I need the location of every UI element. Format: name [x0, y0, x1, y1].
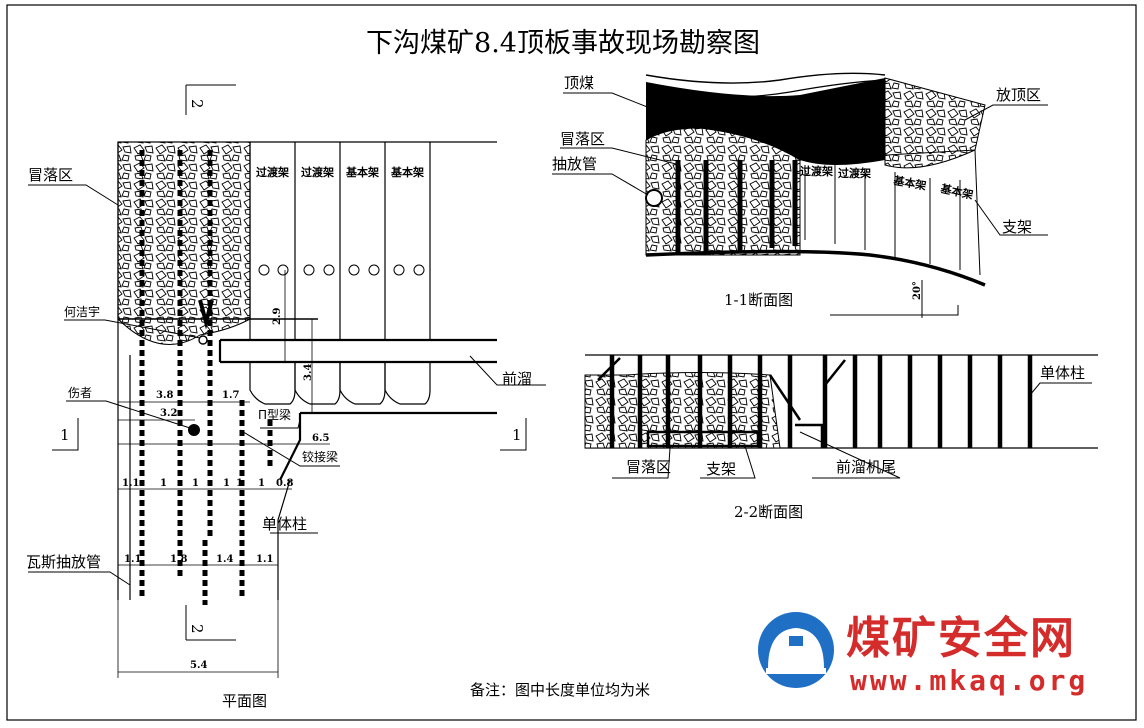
- section-2-2: 冒落区 支架 前溜机尾 单体柱 2-2断面图: [584, 354, 1098, 521]
- page-border: [6, 4, 1137, 721]
- section11-support-labels: 过渡架 过渡架 基本架 基本架: [800, 164, 975, 202]
- top-coal: [646, 78, 885, 165]
- gas-pipe-circle: [645, 189, 663, 207]
- s11-support-label-2: 过渡架: [838, 166, 871, 180]
- section11-supports: [799, 149, 981, 276]
- plan-support-label-3: 基本架: [345, 165, 379, 179]
- s11-release-zone-label: 放顶区: [996, 86, 1041, 104]
- dim-row1-1: 1: [160, 478, 167, 489]
- s11-support-label-4: 基本架: [938, 181, 974, 202]
- plan-injured-label: 伤者: [68, 386, 92, 400]
- plan-view: 2 过渡架 过渡架 基本架: [26, 84, 546, 710]
- dim-row2-1: 1.8: [170, 554, 187, 565]
- section-mark-top: [185, 84, 236, 115]
- plan-support-label-2: 过渡架: [301, 165, 334, 179]
- dim-row1-2: 1: [192, 478, 199, 489]
- plan-conveyor-label: 前溜: [502, 370, 532, 388]
- injured-marker: [188, 424, 200, 436]
- section-mark-left-label: 1: [60, 426, 70, 444]
- section22-leaders: [612, 382, 1092, 479]
- dim-row-2: 1.1 1.8 1.4 1.1: [124, 554, 273, 565]
- s22-conveyor-tail-label: 前溜机尾: [836, 458, 896, 476]
- watermark: 煤矿安全网 www.mkaq.org: [758, 612, 1088, 697]
- section-1-1: 过渡架 过渡架 基本架 基本架 顶煤 冒落区 抽放管 放顶区 支架 20° 1-…: [552, 72, 1048, 318]
- plan-support-jacks: [258, 264, 425, 276]
- plan-caving-bottom: [117, 318, 251, 345]
- section-mark-bottom: [185, 605, 236, 641]
- dim-3-8: 3.8: [156, 390, 173, 401]
- dim-row1-4: 1: [236, 478, 243, 489]
- dim-row-1: 1.1 1 1 1 1 1 0.8: [122, 478, 293, 489]
- s22-support-label: 支架: [706, 460, 736, 478]
- plan-caption: 平面图: [222, 692, 267, 710]
- dim-6-5: 6.5: [312, 433, 329, 444]
- plan-gas-pipe-label: 瓦斯抽放管: [26, 553, 101, 571]
- drawing-title: 下沟煤矿8.4顶板事故现场勘察图: [366, 28, 760, 59]
- s11-support-label-3: 基本架: [891, 173, 927, 193]
- plan-conveyor: [218, 338, 497, 481]
- units-note: 备注：图中长度单位均为米: [470, 681, 650, 699]
- dim-row1-5: 1: [258, 478, 265, 489]
- plan-supports: [249, 141, 497, 405]
- section-mark-right-label: 1: [512, 426, 522, 444]
- dim-row1-6: 0.8: [276, 478, 293, 489]
- dim-row2-2: 1.4: [216, 554, 233, 565]
- section11-props: [675, 160, 798, 255]
- dim-row1-3: 1: [223, 478, 230, 489]
- plan-hinged-beam-label: 铰接梁: [302, 449, 338, 464]
- dim-row2-0: 1.1: [124, 554, 141, 565]
- section-mark-top-label: 2: [188, 99, 206, 109]
- dim-row2-3: 1.1: [256, 554, 273, 565]
- plan-support-label-1: 过渡架: [256, 165, 289, 179]
- dim-5-4: 5.4: [190, 660, 207, 671]
- dim-2-9: 2.9: [272, 308, 283, 325]
- section-mark-right: [500, 418, 527, 451]
- section-mark-left: [52, 418, 79, 451]
- s11-caving-label: 冒落区: [560, 130, 605, 148]
- plan-beam-label: Π型梁: [258, 407, 291, 422]
- s11-gas-pipe-label: 抽放管: [552, 155, 597, 173]
- plan-support-label-4: 基本架: [390, 165, 424, 179]
- helmet-logo-icon: [758, 612, 834, 688]
- s22-single-prop-label: 单体柱: [1040, 364, 1085, 382]
- section-mark-bottom-label: 2: [188, 624, 206, 634]
- plan-single-prop-label: 单体柱: [262, 515, 307, 533]
- plan-worker-label: 何洁宇: [64, 305, 100, 319]
- s11-support-label: 支架: [1002, 218, 1032, 236]
- plan-prop-rows: [139, 150, 273, 605]
- s22-caving-label: 冒落区: [626, 458, 671, 476]
- watermark-en: www.mkaq.org: [850, 664, 1088, 697]
- section11-caption: 1-1断面图: [724, 291, 793, 309]
- plan-leaders: [28, 184, 546, 586]
- dim-3-2: 3.2: [160, 408, 177, 419]
- plan-caving-label: 冒落区: [28, 166, 73, 184]
- plan-support-labels: 过渡架 过渡架 基本架 基本架: [256, 165, 424, 179]
- dim-3-4: 3.4: [303, 364, 314, 381]
- plan-caving-zone: [117, 141, 251, 320]
- section22-caption: 2-2断面图: [734, 503, 803, 521]
- s11-angle-label: 20°: [912, 281, 923, 300]
- s11-top-coal-label: 顶煤: [564, 74, 594, 92]
- dim-1-7: 1.7: [222, 390, 239, 401]
- plan-dimension-lines: [117, 270, 330, 678]
- section11-leaders: [552, 92, 1048, 318]
- section22-supports: [597, 357, 846, 448]
- dim-row1-0: 1.1: [122, 478, 139, 489]
- watermark-cn: 煤矿安全网: [846, 613, 1076, 664]
- s11-support-label-1: 过渡架: [800, 164, 833, 178]
